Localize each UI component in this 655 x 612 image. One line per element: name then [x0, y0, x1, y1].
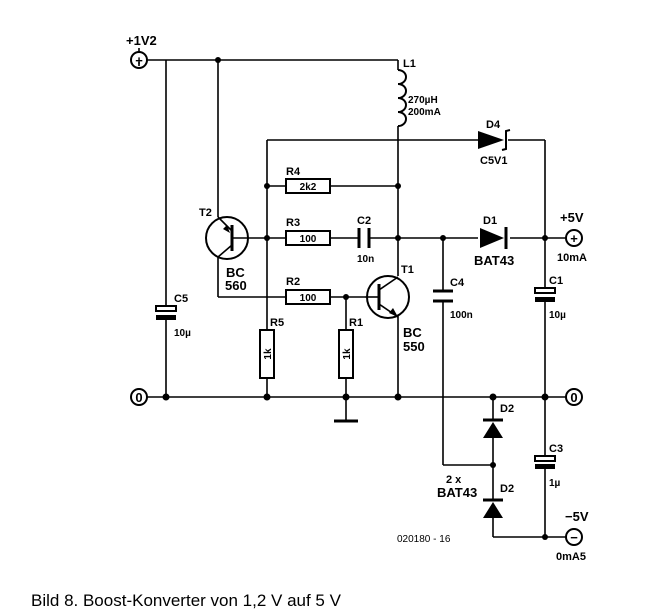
d2-lower-ref: D2: [500, 483, 514, 495]
c1-ref: C1: [549, 275, 563, 287]
c3-ref: C3: [549, 443, 563, 455]
c2-ref: C2: [357, 215, 371, 227]
resistor-r5: 1k R5: [259, 317, 284, 379]
d2-note-line1: 2 x: [446, 474, 462, 486]
figure-caption: Bild 8. Boost-Konverter von 1,2 V auf 5 …: [31, 591, 342, 610]
c5-ref: C5: [174, 293, 188, 305]
vin-terminal-symbol: +: [135, 53, 143, 68]
t2-ref: T2: [199, 207, 212, 219]
l1-ref: L1: [403, 58, 416, 70]
c5-value: 10µ: [174, 328, 191, 339]
resistor-r1: 1k R1: [338, 317, 363, 379]
r2-ref: R2: [286, 276, 300, 288]
vneg-terminal: − −5V 0mA5: [556, 509, 589, 563]
resistor-r2: 100 R2: [285, 276, 331, 305]
resistor-r3: 100 R3: [285, 217, 331, 246]
capacitor-c2: C2 10n: [357, 215, 374, 265]
ground-terminal-left: 0: [130, 388, 148, 406]
zener-diode-d4: D4 C5V1: [478, 119, 511, 167]
t1-type-line1: BC: [403, 325, 422, 340]
vin-terminal: + +1V2: [126, 33, 157, 69]
d2-upper-ref: D2: [500, 403, 514, 415]
c3-value: 1µ: [549, 478, 561, 489]
r5-value: 1k: [263, 348, 274, 360]
r5-ref: R5: [270, 317, 284, 329]
r2-value: 100: [300, 293, 317, 304]
c4-ref: C4: [450, 277, 465, 289]
c2-value: 10n: [357, 254, 374, 265]
vout-terminal: + +5V 10mA: [557, 210, 587, 264]
c4-value: 100n: [450, 310, 473, 321]
inductor-l1: L1 270µH 200mA: [397, 58, 441, 127]
vneg-current: 0mA5: [556, 551, 586, 563]
r4-value: 2k2: [300, 182, 317, 193]
r1-ref: R1: [349, 317, 363, 329]
d2-note-line2: BAT43: [437, 485, 477, 500]
junction-dots: [162, 57, 549, 540]
ground-terminal-right: 0: [565, 388, 583, 406]
r3-ref: R3: [286, 217, 300, 229]
figure-code: 020180 - 16: [397, 534, 451, 545]
r1-value: 1k: [342, 348, 353, 360]
d1-ref: D1: [483, 215, 497, 227]
wiring: [138, 48, 566, 538]
r4-ref: R4: [286, 166, 301, 178]
capacitor-c3: C3 1µ: [534, 443, 563, 489]
transistor-t2: T2 BC 560: [199, 207, 249, 293]
capacitor-c1: C1 10µ: [534, 275, 566, 321]
t1-ref: T1: [401, 264, 414, 276]
vout-terminal-symbol: +: [570, 231, 578, 246]
t2-type-line1: BC: [226, 265, 245, 280]
t1-type-line2: 550: [403, 339, 425, 354]
l1-current: 200mA: [408, 107, 441, 118]
vneg-label: −5V: [565, 509, 589, 524]
vout-current: 10mA: [557, 252, 587, 264]
capacitor-c5: C5 10µ: [155, 293, 191, 339]
ground-right-label: 0: [570, 390, 577, 405]
d4-ref: D4: [486, 119, 501, 131]
diode-d1: D1 BAT43: [474, 215, 514, 268]
l1-inductance: 270µH: [408, 95, 438, 106]
vneg-terminal-symbol: −: [570, 530, 578, 545]
t2-type-line2: 560: [225, 278, 247, 293]
diode-d2-upper: D2: [483, 403, 514, 438]
ground-left-label: 0: [135, 390, 142, 405]
transistor-t1: T1 BC 550: [365, 264, 425, 354]
vout-label: +5V: [560, 210, 584, 225]
d4-value: C5V1: [480, 155, 508, 167]
c1-value: 10µ: [549, 310, 566, 321]
capacitor-c4: C4 100n: [433, 277, 473, 321]
diode-d2-lower: D2: [483, 483, 514, 518]
vin-label: +1V2: [126, 33, 157, 48]
r3-value: 100: [300, 234, 317, 245]
d1-value: BAT43: [474, 253, 514, 268]
resistor-r4: 2k2 R4: [285, 166, 331, 194]
